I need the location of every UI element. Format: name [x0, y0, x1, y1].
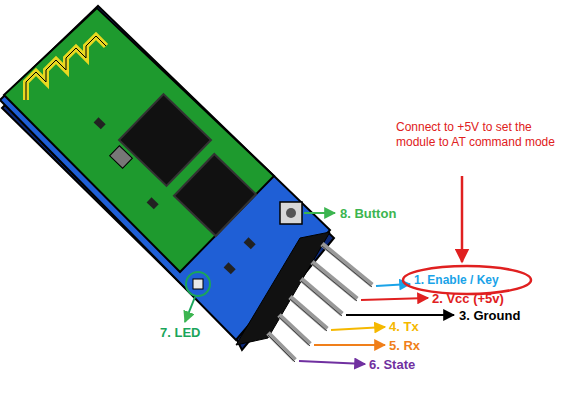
leader-line — [304, 212, 335, 214]
leader-line — [361, 298, 428, 300]
pin-label: 5. Rx — [389, 338, 420, 353]
leader-line — [331, 327, 385, 330]
pin-label: 4. Tx — [389, 319, 419, 334]
led — [193, 279, 203, 289]
pin-label: 2. Vcc (+5v) — [432, 291, 504, 306]
component — [94, 117, 106, 129]
chip — [174, 154, 256, 236]
leader-line — [185, 297, 195, 322]
leader-line — [314, 344, 385, 346]
button-cap — [286, 208, 296, 218]
component — [244, 237, 256, 249]
annotation-note: Connect to +5V to set the module to AT c… — [396, 120, 566, 150]
component — [224, 262, 236, 274]
part-label: 8. Button — [340, 206, 396, 221]
part-label: 7. LED — [160, 325, 200, 340]
antenna-outline — [26, 36, 106, 100]
pins — [268, 244, 372, 360]
pin-label: 6. State — [369, 357, 415, 372]
component — [147, 197, 159, 209]
leader-line — [299, 361, 365, 364]
component — [110, 146, 133, 169]
pin-label: 3. Ground — [459, 308, 520, 323]
callout-arrow — [461, 176, 464, 262]
antenna-trace — [26, 36, 106, 100]
led-highlight — [186, 272, 210, 296]
leader-line — [346, 314, 454, 316]
callout-ellipse — [403, 266, 531, 294]
bluetooth-pcb — [4, 8, 274, 272]
board-edge — [2, 12, 334, 350]
pin-label: 1. Enable / Key — [414, 273, 499, 288]
push-button — [280, 202, 302, 224]
